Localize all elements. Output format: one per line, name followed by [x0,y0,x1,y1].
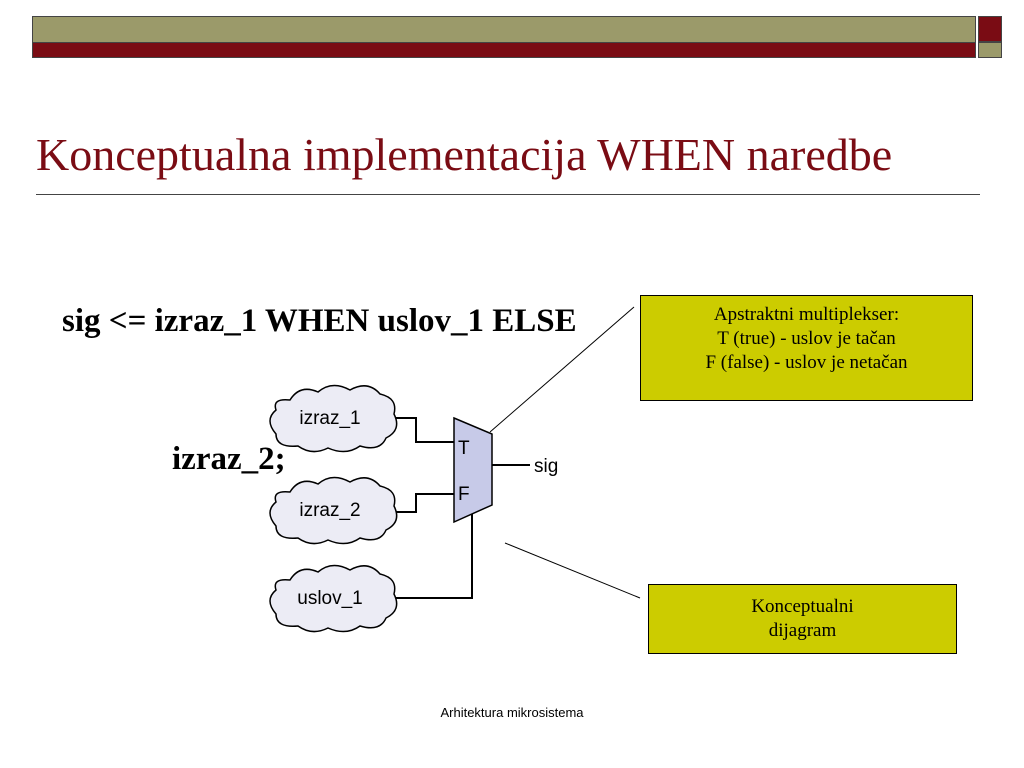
callout-concept-pointer [504,542,641,599]
izraz-1-label: izraz_1 [299,408,360,429]
wire-uslov-1 [394,512,473,599]
cloud-izraz-1 [269,384,398,453]
mux-shape [453,416,493,524]
output-sig-label: sig [534,456,558,477]
cloud-izraz-2 [269,476,398,545]
cloud-uslov-1 [269,564,398,633]
wire-izraz-1 [394,417,454,443]
mux-false-label: F [458,484,470,505]
mux-true-label: T [458,438,470,459]
izraz-2-label: izraz_2 [299,500,360,521]
header-corner-square-olive [978,42,1002,58]
callout-mux-line-2: T (true) - uslov je tačan [717,328,896,349]
callout-mux-pointer [489,306,635,433]
code-block: sig <= izraz_1 WHEN uslov_1 ELSE izraz_2… [62,206,577,528]
code-line-1: sig <= izraz_1 WHEN uslov_1 ELSE [62,303,577,339]
callout-mux-line-3: F (false) - uslov je netačan [705,352,908,373]
uslov-1-label: uslov_1 [297,588,363,609]
slide-title: Konceptualna implementacija WHEN naredbe [36,129,893,180]
slide-footer: Arhitektura mikrosistema [440,705,584,720]
header-corner-square-dark [978,16,1002,42]
callout-mux-line-1: Apstraktni multiplekser: [713,304,900,325]
callout-concept-line-1: Konceptualni [751,596,854,617]
callout-conceptual-diagram: Konceptualni dijagram [648,584,957,654]
callout-concept-line-2: dijagram [768,620,837,641]
title-divider [36,194,980,195]
header-bar-dark [32,42,976,58]
header-bar-olive [32,16,976,42]
code-line-2: izraz_2; [172,441,286,477]
callout-abstract-mux: Apstraktni multiplekser: T (true) - uslo… [640,295,973,401]
wire-izraz-2 [394,493,454,513]
